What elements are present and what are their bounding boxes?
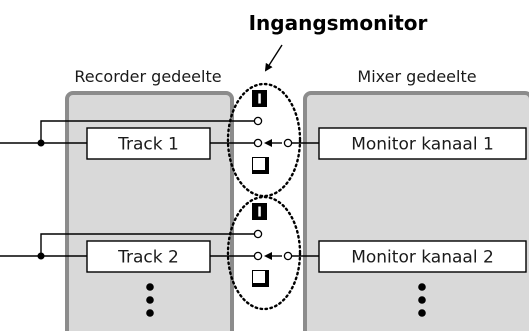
title-pointer-arrow: [264, 44, 283, 72]
tape-switch-contact: [253, 138, 263, 148]
track-box: [86, 127, 211, 160]
track-box: [86, 240, 211, 273]
recorder-continuation-ellipsis-icon: [146, 283, 154, 317]
input-branch-line: [40, 120, 254, 143]
input-icon-letter: I: [257, 206, 262, 221]
monitor-switch-pivot: [283, 138, 293, 148]
mixer-section-label: Mixer gedeelte: [357, 67, 476, 86]
track-label: Track 2: [117, 248, 179, 268]
monitor-channel-label: Monitor kanaal 1: [351, 135, 494, 155]
input-switch-contact: [253, 229, 263, 239]
channel-row-2: Track 2 Monitor kanaal 2 I: [0, 203, 527, 287]
tape-switch-contact: [253, 251, 263, 261]
monitor-switch-outline-1: [226, 82, 302, 198]
mixer-continuation-ellipsis-icon: [418, 283, 426, 317]
input-branch-line: [40, 233, 254, 256]
recorder-section-label: Recorder gedeelte: [74, 67, 221, 86]
tape-switch-icon: [252, 157, 269, 174]
diagram-title: Ingangsmonitor: [249, 11, 428, 35]
input-switch-icon: I: [252, 90, 267, 108]
track-label: Track 1: [117, 135, 179, 155]
monitor-switch-pivot: [283, 251, 293, 261]
monitor-switch-outline-2: [226, 195, 302, 311]
monitor-channel-box: [318, 240, 527, 273]
input-switch-icon: I: [252, 203, 267, 221]
channel-row-1: Track 1 Monitor kanaal 1 I: [0, 90, 527, 174]
input-icon-letter: I: [257, 93, 262, 108]
monitor-channel-box: [318, 127, 527, 160]
tape-switch-icon: [252, 270, 269, 287]
monitor-channel-label: Monitor kanaal 2: [351, 248, 494, 268]
input-switch-contact: [253, 116, 263, 126]
